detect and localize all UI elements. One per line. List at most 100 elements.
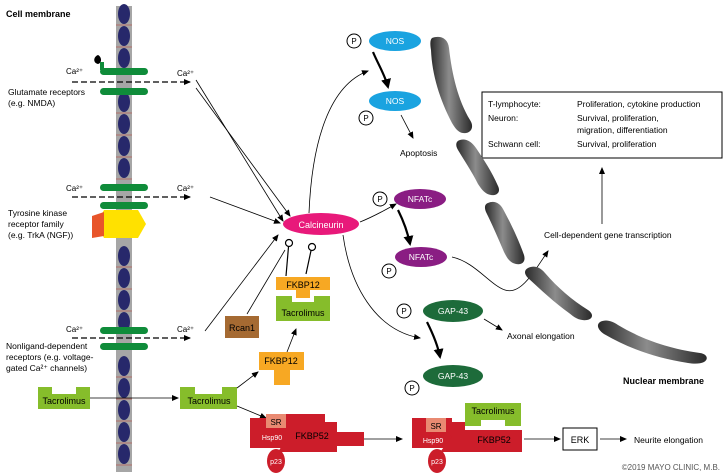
svg-text:Rcan1: Rcan1 [229, 323, 255, 333]
svg-text:GAP-43: GAP-43 [438, 371, 469, 381]
svg-text:P: P [386, 267, 391, 276]
lipid-head [118, 422, 130, 442]
axonal-elongation-label: Axonal elongation [507, 331, 575, 341]
molecule-droplet-icon [94, 55, 101, 64]
fkbp12-tacrolimus-complex: FKBP12 Tacrolimus [276, 277, 330, 321]
fkbp52-tacrolimus-complex: SR Hsp90 FKBP52 p23 Tacrolimus [412, 403, 522, 473]
ca-out-nonligand: Ca²⁺ [177, 325, 194, 334]
svg-text:P: P [401, 307, 406, 316]
svg-text:P: P [351, 37, 356, 46]
svg-text:p23: p23 [431, 459, 443, 466]
tacrolimus-extracellular: Tacrolimus [38, 387, 90, 409]
fkbp12-to-complex-arrow [286, 328, 297, 353]
lipid-head [118, 92, 130, 112]
svg-text:Tacrolimus: Tacrolimus [281, 308, 325, 318]
nos-to-apoptosis-arrow [400, 114, 414, 139]
calcineurin-outgoing-arrows [308, 70, 421, 340]
inhibition-arc-icon [284, 238, 317, 277]
nuclear-membrane-label: Nuclear membrane [623, 376, 704, 386]
fkbp52-complex: SR Hsp90 FKBP52 p23 [250, 414, 364, 473]
svg-text:P: P [363, 114, 368, 123]
ca-out-tyrosine: Ca²⁺ [177, 184, 194, 193]
lipid-head [118, 444, 130, 464]
nonligand-label-3: gated Ca²⁺ channels) [6, 363, 87, 373]
fkbp12: FKBP12 [259, 352, 304, 385]
svg-text:FKBP52: FKBP52 [295, 431, 329, 441]
effects-table: T-lymphocyte: Proliferation, cytokine pr… [481, 91, 723, 159]
tacrolimus-to-fkbp52-arrow [236, 405, 267, 419]
svg-text:GAP-43: GAP-43 [438, 306, 469, 316]
nonligand-label-2: receptors (e.g. voltage- [6, 352, 94, 362]
ca-in-nonligand: Ca²⁺ [66, 325, 83, 334]
nonligand-receptor [100, 327, 148, 350]
svg-text:ERK: ERK [571, 435, 590, 445]
effects-value-schwann: Survival, proliferation [577, 139, 657, 149]
nuclear-membrane [430, 36, 707, 364]
svg-text:Hsp90: Hsp90 [423, 438, 443, 445]
gap43-to-axonal-arrow [483, 318, 503, 331]
svg-text:SR: SR [270, 418, 281, 427]
effects-cell-schwann: Schwann cell: [488, 139, 540, 149]
glutamate-binding-site [100, 62, 104, 70]
trka-receptor-shape [96, 210, 146, 238]
lipid-head [118, 136, 130, 156]
tyrosine-kinase-label: Tyrosine kinase [8, 208, 67, 218]
svg-text:Calcineurin: Calcineurin [298, 220, 343, 230]
svg-text:P: P [377, 195, 382, 204]
phospho-gap43: P GAP-43 [396, 300, 483, 322]
effects-value-neuron: Survival, proliferation, [577, 113, 659, 123]
tyrosine-kinase-label-2: receptor family [8, 219, 64, 229]
nos-dephosphorylation-arrow [371, 51, 391, 89]
glutamate-receptors-label: Glutamate receptors [8, 87, 85, 97]
nos: NOS P [358, 91, 421, 126]
svg-text:p23: p23 [270, 459, 282, 466]
tyrosine-kinase-example: (e.g. TrkA (NGF)) [8, 230, 73, 240]
tyrosine-kinase-receptor [92, 184, 148, 238]
phospho-nos: P NOS [346, 31, 421, 51]
lipid-head [118, 378, 130, 398]
svg-text:Hsp90: Hsp90 [262, 435, 282, 442]
effects-value-tlymphocyte: Proliferation, cytokine production [577, 99, 701, 109]
gene-transcription-label: Cell-dependent gene transcription [544, 230, 672, 240]
svg-text:FKBP52: FKBP52 [477, 435, 511, 445]
cell-membrane [116, 4, 132, 472]
svg-text:P: P [409, 384, 414, 393]
svg-text:Tacrolimus: Tacrolimus [42, 396, 86, 406]
neurite-elongation-label: Neurite elongation [634, 435, 703, 445]
calcineurin: Calcineurin [283, 213, 359, 235]
apoptosis-label: Apoptosis [400, 148, 437, 158]
cell-membrane-label: Cell membrane [6, 9, 71, 19]
svg-text:FKBP12: FKBP12 [286, 280, 320, 290]
lipid-head [118, 268, 130, 288]
lipid-head [118, 400, 130, 420]
ca-to-calcineurin-arrows [195, 79, 291, 332]
lipid-head [118, 114, 130, 134]
tacrolimus-to-fkbp12-arrow [236, 371, 259, 389]
ca-in-tyrosine: Ca²⁺ [66, 184, 83, 193]
svg-text:Tacrolimus: Tacrolimus [187, 396, 231, 406]
nfatc-dephosphorylation-arrow [397, 209, 414, 246]
ca-out-glutamate: Ca²⁺ [177, 69, 194, 78]
rcan1: Rcan1 [225, 316, 259, 338]
tacrolimus-intracellular: Tacrolimus [180, 387, 237, 409]
erk-box: ERK [562, 427, 598, 451]
gap43-dephosphorylation-arrow [426, 321, 444, 359]
ca-in-glutamate: Ca²⁺ [66, 67, 83, 76]
svg-text:SR: SR [430, 422, 441, 431]
lipid-head [118, 290, 130, 310]
svg-text:NFATc: NFATc [409, 252, 434, 262]
glutamate-receptor [94, 55, 148, 95]
svg-text:NOS: NOS [386, 96, 405, 106]
nonligand-label: Nonligand-dependent [6, 341, 88, 351]
lipid-head [118, 48, 130, 68]
ngf-ligand-shape [92, 212, 104, 238]
lipid-head [118, 158, 130, 178]
lipid-head [118, 246, 130, 266]
svg-text:NFATc: NFATc [408, 194, 433, 204]
lipid-head [118, 26, 130, 46]
svg-text:FKBP12: FKBP12 [264, 356, 298, 366]
effects-cell-tlymphocyte: T-lymphocyte: [488, 99, 541, 109]
nfatc: NFATc P [381, 247, 447, 279]
effects-cell-neuron: Neuron: [488, 113, 518, 123]
gap43: GAP-43 P [404, 365, 483, 396]
